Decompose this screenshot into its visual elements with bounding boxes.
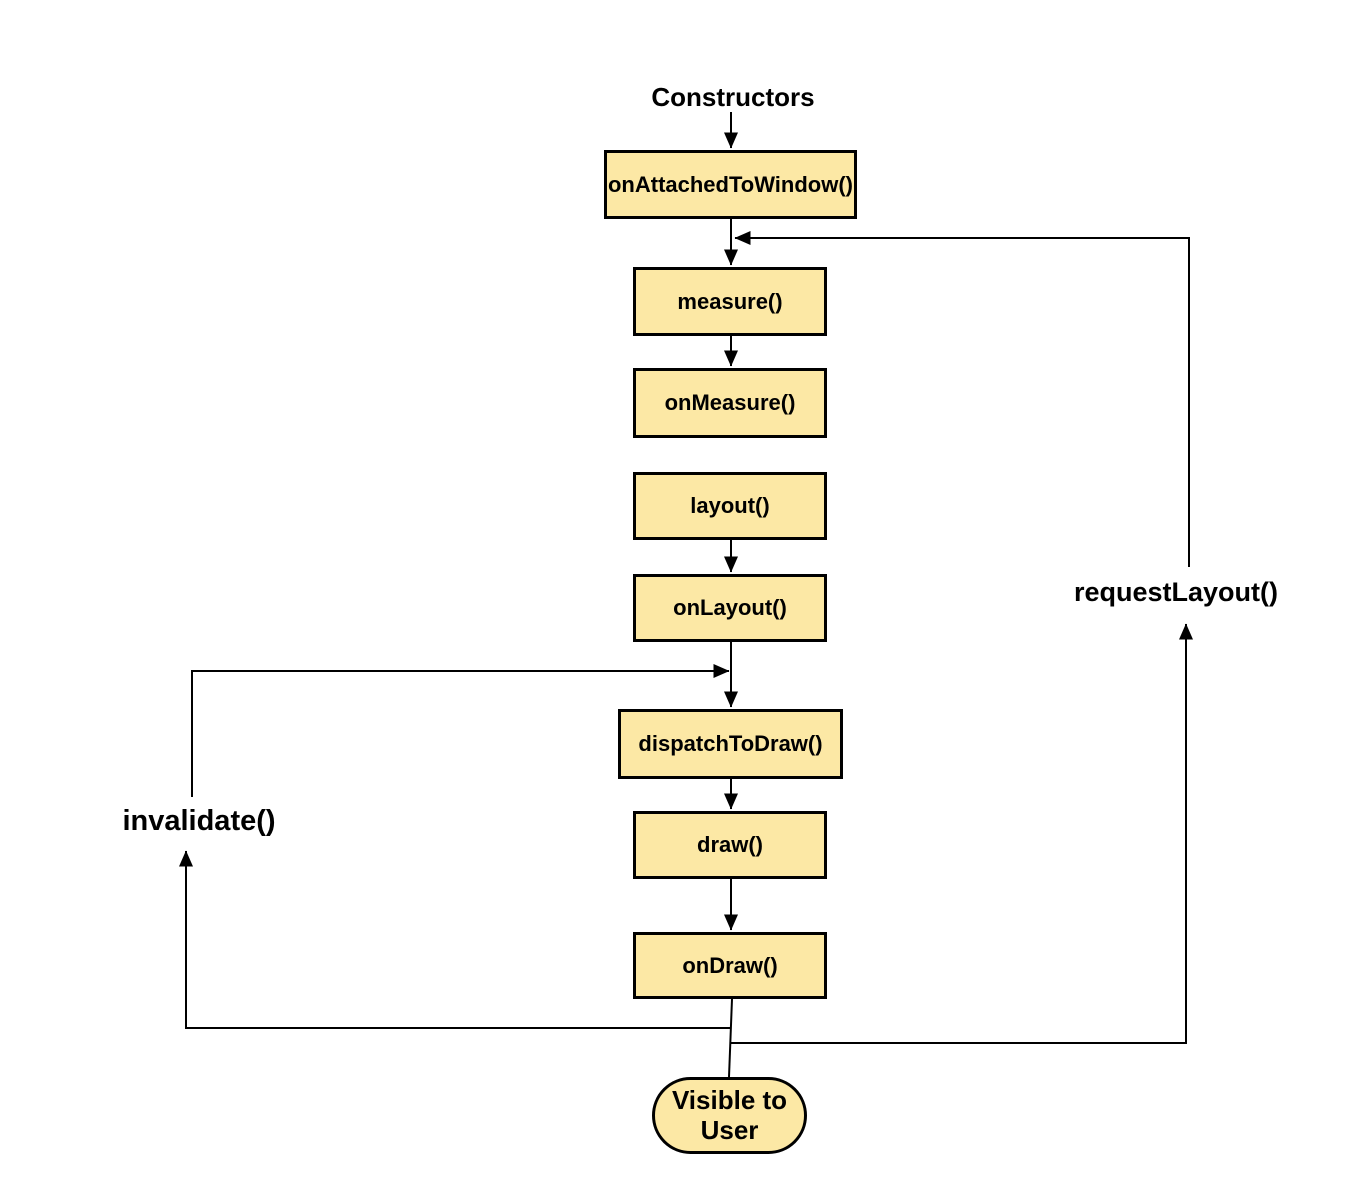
node-measure: measure(): [633, 267, 827, 336]
node-visible-to-user: Visible to User: [652, 1077, 807, 1154]
connector-ondraw-to-invalidate-label: [179, 850, 731, 1029]
label-constructors: Constructors: [651, 82, 815, 112]
node-on-attached-to-window: onAttachedToWindow(): [604, 150, 857, 219]
node-draw: draw(): [633, 811, 827, 879]
node-dispatch-to-draw: dispatchToDraw(): [618, 709, 843, 779]
node-layout: layout(): [633, 472, 827, 540]
connector-requestlayout-return-to-measure: [734, 231, 1190, 567]
node-on-measure: onMeasure(): [633, 368, 827, 438]
connector-invalidate-return-to-dispatchtodraw: [191, 664, 730, 797]
node-on-draw: onDraw(): [633, 932, 827, 999]
connector-ondraw-to-visible-to-user: [728, 998, 733, 1078]
connector-ondraw-to-requestlayout-label: [731, 623, 1193, 1044]
node-on-layout: onLayout(): [633, 574, 827, 642]
label-invalidate: invalidate(): [122, 805, 276, 837]
label-request-layout: requestLayout(): [1073, 577, 1279, 607]
